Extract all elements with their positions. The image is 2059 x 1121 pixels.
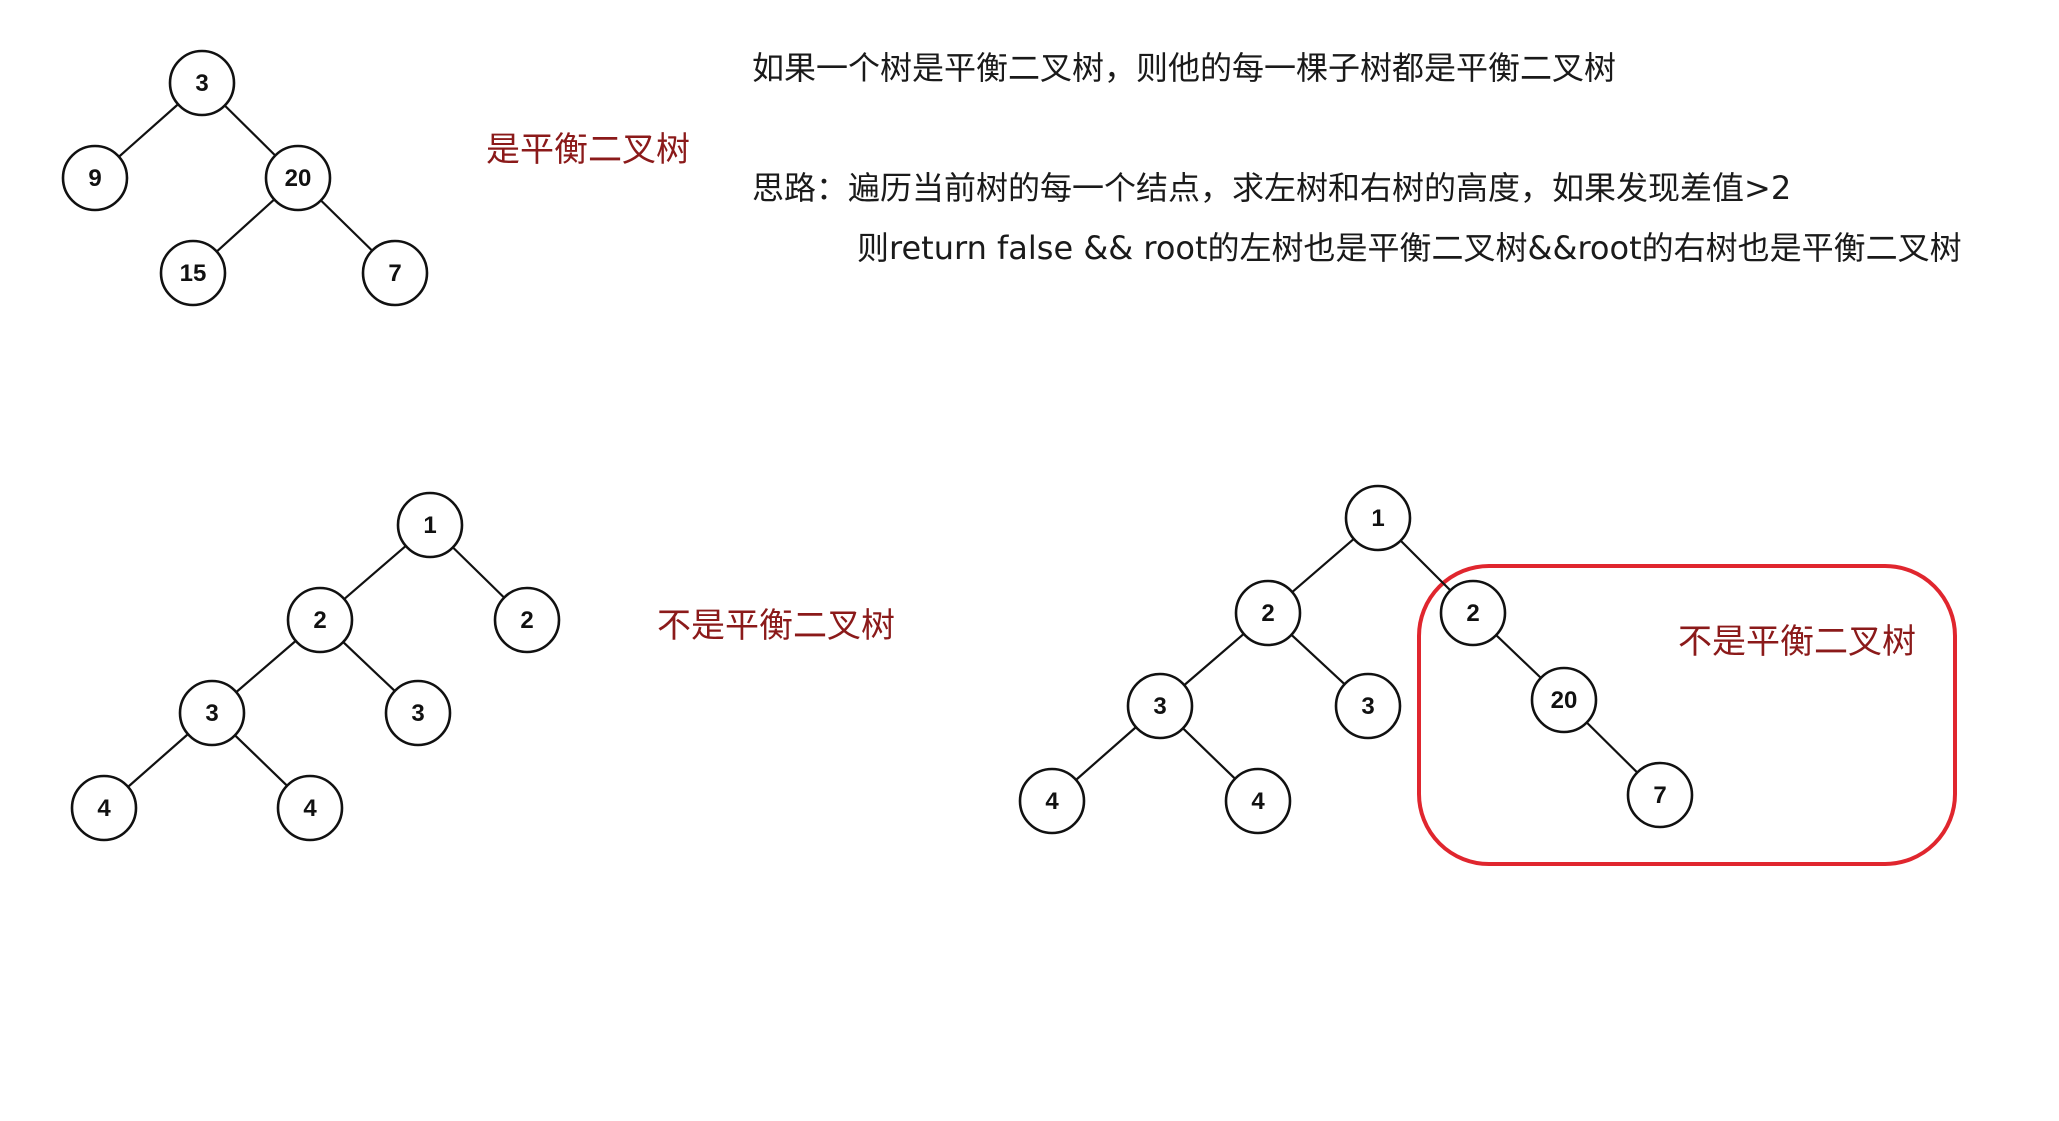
tree3-node-circle [1018, 767, 1086, 835]
tree3-node-label: 4 [1251, 788, 1265, 815]
verdict-tree1: 是平衡二叉树 [486, 130, 690, 170]
tree1-edge [223, 104, 277, 157]
tree1-edge [215, 198, 276, 253]
tree2-edge [343, 545, 407, 600]
tree3-node-label: 3 [1361, 693, 1374, 720]
tree2-node-label: 3 [411, 700, 424, 727]
tree3-node-label: 2 [1261, 600, 1274, 627]
tree2-node-circle [396, 491, 464, 559]
tree2-node-label: 2 [520, 607, 533, 634]
tree2-node-circle [276, 774, 344, 842]
tree2-node-circle [178, 679, 246, 747]
tree1-node-circle [361, 239, 429, 307]
tree1-group: 3 9 20 15 7 [61, 49, 429, 307]
tree3-node-label: 7 [1653, 782, 1666, 809]
tree1-node-label: 3 [195, 70, 208, 97]
tree1-node-label: 20 [285, 165, 312, 192]
tree3-edge [1075, 726, 1137, 781]
tree1-node-circle [168, 49, 236, 117]
tree3-node-circle [1334, 672, 1402, 740]
tree3-node-circle [1530, 666, 1598, 734]
tree1-node-label: 15 [180, 260, 207, 287]
tree3-node-label: 2 [1466, 600, 1479, 627]
tree3-node-label: 20 [1551, 687, 1578, 714]
verdict-tree2: 不是平衡二叉树 [657, 606, 895, 646]
tree1-node-circle [61, 144, 129, 212]
verdict-tree3: 不是平衡二叉树 [1678, 622, 1916, 662]
tree3-node-circle [1234, 579, 1302, 647]
tree3-node-label: 3 [1153, 693, 1166, 720]
tree3-edge [1291, 538, 1355, 593]
tree1-node-circle [159, 239, 227, 307]
tree2-node-circle [70, 774, 138, 842]
tree2-edge [452, 546, 505, 599]
tree2-edge [342, 641, 396, 692]
tree2-edge [127, 733, 189, 788]
tree2-group: 1 2 2 3 3 4 4 [70, 491, 561, 842]
tree2-node-label: 1 [423, 512, 436, 539]
tree2-node-circle [286, 586, 354, 654]
tree2-node-circle [384, 679, 452, 747]
tree3-node-label: 4 [1045, 788, 1059, 815]
tree1-edge [118, 103, 179, 158]
tree3-edge [1495, 634, 1542, 679]
tree3-node-circle [1439, 579, 1507, 647]
tree1-node-label: 7 [388, 260, 401, 287]
tree1-edge [320, 199, 373, 252]
tree1-node-circle [264, 144, 332, 212]
note-line-3: 则return false && root的左树也是平衡二叉树&&root的右树… [857, 229, 1962, 267]
tree3-edge [1290, 633, 1346, 686]
subtree-highlight-box [1417, 564, 1957, 866]
tree2-node-label: 3 [205, 700, 218, 727]
tree2-node-label: 2 [313, 607, 326, 634]
tree2-node-label: 4 [303, 795, 317, 822]
note-line-2: 思路：遍历当前树的每一个结点，求左树和右树的高度，如果发现差值>2 [752, 169, 1792, 207]
tree2-edge [235, 640, 297, 693]
tree2-node-label: 4 [97, 795, 111, 822]
note-line-1: 如果一个树是平衡二叉树，则他的每一棵子树都是平衡二叉树 [752, 49, 1617, 87]
tree3-edge [1585, 721, 1639, 774]
tree3-edge [1182, 727, 1236, 780]
tree3-edge [1399, 539, 1452, 592]
tree3-group: 1 2 2 3 3 4 4 20 7 [1018, 484, 1694, 835]
tree3-node-label: 1 [1371, 505, 1384, 532]
tree2-edge [234, 734, 288, 787]
tree3-node-circle [1344, 484, 1412, 552]
tree3-node-circle [1224, 767, 1292, 835]
tree3-node-circle [1626, 761, 1694, 829]
tree2-node-circle [493, 586, 561, 654]
tree3-edge [1183, 633, 1245, 686]
tree3-node-circle [1126, 672, 1194, 740]
tree1-node-label: 9 [88, 165, 101, 192]
